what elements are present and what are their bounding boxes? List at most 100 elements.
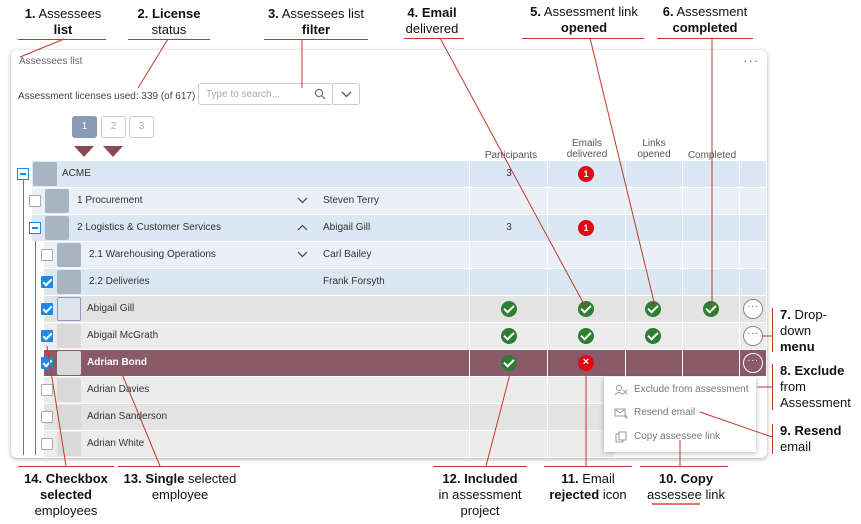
row-checkbox[interactable] bbox=[41, 249, 53, 261]
included-check-icon bbox=[501, 328, 517, 344]
callout-13: 13. Single selected employee bbox=[123, 471, 237, 502]
page-3-button[interactable]: 3 bbox=[129, 116, 154, 138]
org-unit-icon bbox=[57, 243, 81, 267]
table-row[interactable]: ACME 3 1 bbox=[11, 161, 767, 187]
col-participants: Participants bbox=[484, 150, 538, 161]
callout-5: 5. Assessment link opened bbox=[530, 4, 638, 35]
link-opened-icon bbox=[645, 328, 661, 344]
callout-8: 8. Exclude from Assessment bbox=[780, 363, 851, 410]
level-collapse-arrow[interactable] bbox=[103, 146, 123, 157]
chevron-up-icon[interactable] bbox=[297, 224, 308, 231]
menu-item-exclude[interactable]: Exclude from assessment bbox=[604, 379, 756, 401]
row-label: Abigail Gill bbox=[87, 303, 135, 314]
table-row[interactable]: Abigail McGrath ··· bbox=[11, 323, 767, 349]
callout-9: 9. Resend email bbox=[780, 423, 842, 454]
collapse-toggle[interactable] bbox=[17, 168, 29, 180]
search-box bbox=[198, 83, 333, 105]
callout-2: 2. License status bbox=[137, 6, 201, 37]
callout-12: 12. Included in assessment project bbox=[438, 471, 522, 518]
callout-6: 6. Assessment completed bbox=[662, 4, 748, 35]
person-icon bbox=[57, 324, 81, 348]
email-error-badge: 1 bbox=[578, 166, 594, 182]
table-row[interactable]: 1 Procurement Steven Terry bbox=[11, 188, 767, 214]
row-menu-button[interactable]: ··· bbox=[743, 299, 763, 319]
row-checkbox[interactable] bbox=[29, 195, 41, 207]
collapse-toggle[interactable] bbox=[29, 222, 41, 234]
person-icon bbox=[57, 351, 81, 375]
chevron-down-icon bbox=[341, 91, 352, 98]
callout-3: 3. Assessees list filter bbox=[267, 6, 365, 37]
table-row[interactable]: 2.2 Deliveries Frank Forsyth bbox=[11, 269, 767, 295]
person-icon bbox=[57, 297, 81, 321]
participants-count: 3 bbox=[506, 168, 512, 179]
table-row-selected[interactable]: Adrian Bond × ··· bbox=[11, 350, 767, 376]
person-icon bbox=[57, 378, 81, 402]
email-delivered-icon bbox=[578, 328, 594, 344]
row-label: ACME bbox=[62, 168, 91, 179]
row-menu-button[interactable]: ··· bbox=[743, 326, 763, 346]
included-check-icon bbox=[501, 301, 517, 317]
completed-icon bbox=[703, 301, 719, 317]
person-icon bbox=[57, 432, 81, 456]
callout-4: 4. Email delivered bbox=[405, 5, 459, 36]
row-checkbox[interactable] bbox=[41, 330, 53, 342]
row-label: 2.2 Deliveries bbox=[89, 276, 150, 287]
callout-10: 10. Copy assessee link bbox=[646, 471, 726, 502]
callout-7: 7. Drop- down menu bbox=[780, 307, 827, 354]
exclude-icon bbox=[614, 385, 628, 396]
included-check-icon bbox=[501, 355, 517, 371]
row-checkbox[interactable] bbox=[41, 276, 53, 288]
row-checkbox[interactable] bbox=[41, 357, 53, 369]
search-icon[interactable] bbox=[314, 88, 326, 100]
row-checkbox[interactable] bbox=[41, 438, 53, 450]
org-unit-icon bbox=[45, 189, 69, 213]
chevron-down-icon[interactable] bbox=[297, 197, 308, 204]
resend-email-icon bbox=[614, 408, 628, 419]
link-opened-icon bbox=[645, 301, 661, 317]
manager-name: Carl Bailey bbox=[323, 249, 372, 260]
row-label: 1 Procurement bbox=[77, 195, 143, 206]
panel-menu-icon[interactable]: ··· bbox=[743, 53, 759, 68]
manager-name: Steven Terry bbox=[323, 195, 379, 206]
org-unit-icon bbox=[33, 162, 57, 186]
row-checkbox[interactable] bbox=[41, 411, 53, 423]
email-delivered-icon bbox=[578, 301, 594, 317]
table-row[interactable]: 2.1 Warehousing Operations Carl Bailey bbox=[11, 242, 767, 268]
org-unit-icon bbox=[45, 216, 69, 240]
table-row[interactable]: Abigail Gill ··· bbox=[11, 296, 767, 322]
col-completed: Completed bbox=[687, 150, 737, 161]
menu-item-resend-email[interactable]: Resend email bbox=[604, 402, 756, 424]
row-label: Abigail McGrath bbox=[87, 330, 159, 341]
search-input[interactable] bbox=[199, 84, 307, 105]
page-2-button[interactable]: 2 bbox=[101, 116, 126, 138]
row-checkbox[interactable] bbox=[41, 384, 53, 396]
email-error-badge: 1 bbox=[578, 220, 594, 236]
callout-1: 1. Assessees list bbox=[24, 6, 102, 37]
row-menu-button[interactable]: ··· bbox=[743, 353, 763, 373]
row-checkbox[interactable] bbox=[41, 303, 53, 315]
table-row[interactable]: 2 Logistics & Customer Services Abigail … bbox=[11, 215, 767, 241]
row-dropdown-menu: Exclude from assessment Resend email Cop… bbox=[604, 377, 756, 452]
email-rejected-icon: × bbox=[578, 355, 594, 371]
level-collapse-arrow[interactable] bbox=[74, 146, 94, 157]
org-unit-icon bbox=[57, 270, 81, 294]
participants-count: 3 bbox=[506, 222, 512, 233]
panel-title: Assessees list bbox=[19, 56, 83, 67]
callout-11: 11. Email rejected icon bbox=[549, 471, 627, 502]
manager-name: Abigail Gill bbox=[323, 222, 371, 233]
chevron-down-icon[interactable] bbox=[297, 251, 308, 258]
row-label: 2 Logistics & Customer Services bbox=[77, 222, 221, 233]
page-1-button[interactable]: 1 bbox=[72, 116, 97, 138]
filter-dropdown-button[interactable] bbox=[333, 83, 360, 105]
copy-link-icon bbox=[615, 431, 627, 443]
callout-14: 14. Checkbox selected employees bbox=[24, 471, 108, 518]
row-label: Adrian Bond bbox=[87, 357, 147, 368]
person-icon bbox=[57, 405, 81, 429]
row-label: Adrian Davies bbox=[87, 384, 150, 395]
license-status: Assessment licenses used: 339 (of 617) bbox=[18, 91, 196, 102]
menu-item-copy-link[interactable]: Copy assessee link bbox=[604, 426, 756, 448]
manager-name: Frank Forsyth bbox=[323, 276, 385, 287]
row-label: 2.1 Warehousing Operations bbox=[89, 249, 216, 260]
